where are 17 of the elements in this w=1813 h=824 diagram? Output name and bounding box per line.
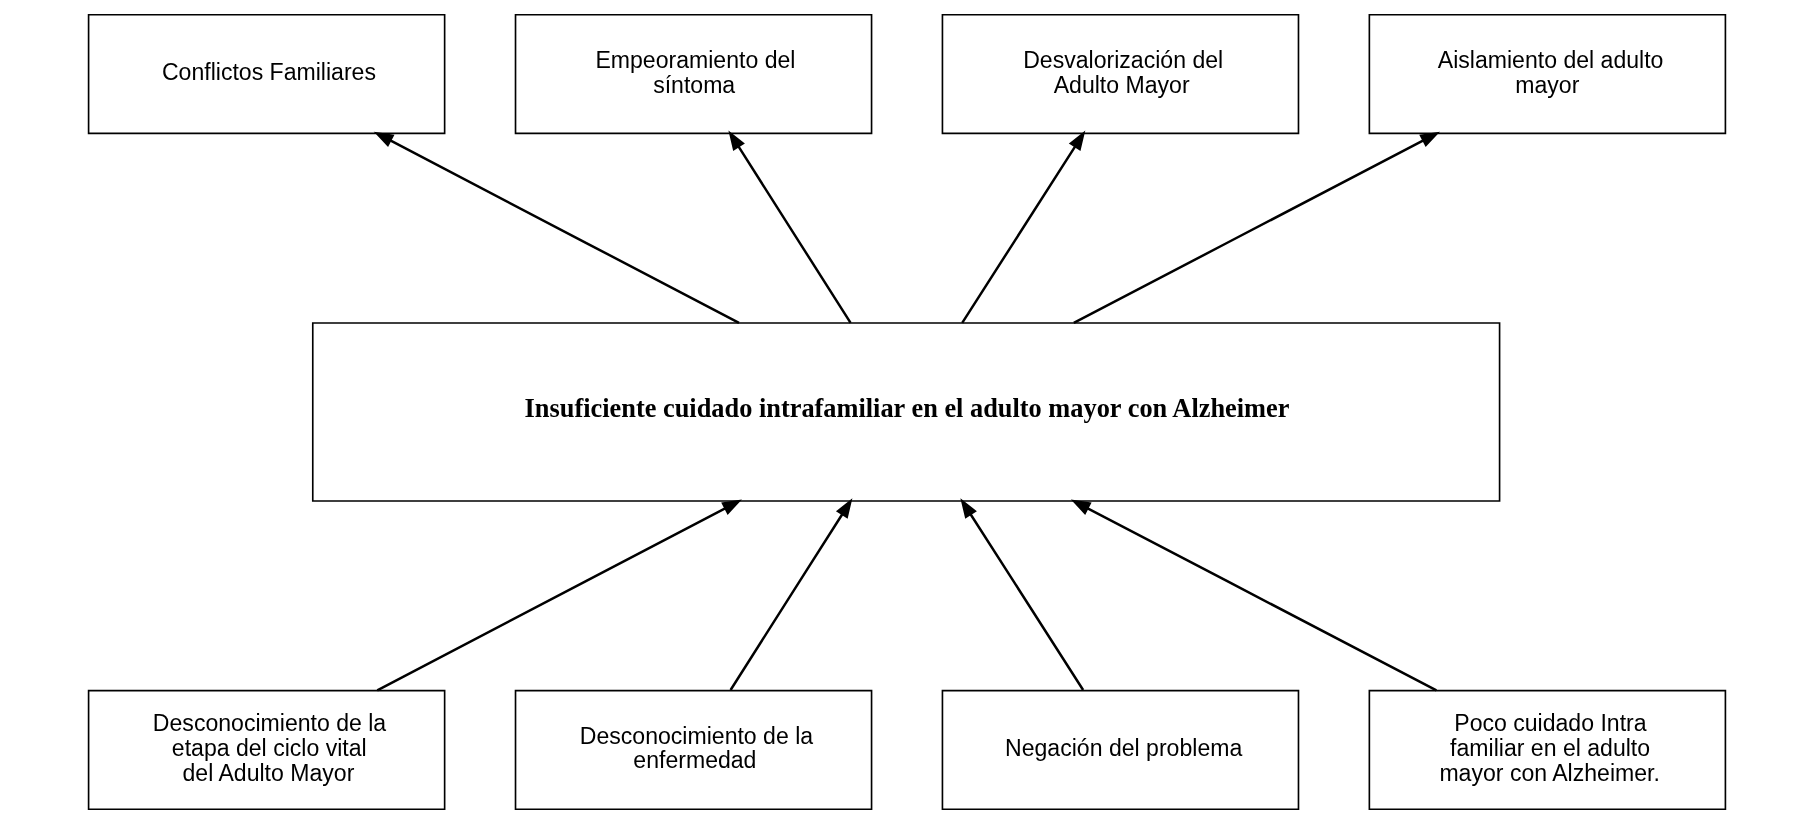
arrow xyxy=(959,498,1084,691)
node-box: Aislamiento del adulto mayor xyxy=(1368,13,1726,135)
node-box: Desconocimiento de la enfermedad xyxy=(514,689,872,811)
node-box: Desconocimiento de la etapa del ciclo vital del Adulto Mayor xyxy=(87,689,445,811)
arrow xyxy=(960,130,1085,324)
node-box: Desvalorización del Adulto Mayor xyxy=(941,13,1299,135)
node-box: Insuficiente cuidado intrafamiliar en el adulto mayor con Alzheimer xyxy=(311,322,1500,502)
arrow xyxy=(729,498,852,691)
node-box: Poco cuidado Intra familiar en el adulto mayor con Alzheimer. xyxy=(1368,689,1726,811)
arrow xyxy=(727,130,852,324)
node-box: Conflictos Familiares xyxy=(87,13,445,135)
node-box: Empeoramiento del síntoma xyxy=(514,13,872,135)
arrow xyxy=(373,131,740,324)
arrow xyxy=(1072,131,1440,324)
arrow xyxy=(376,499,742,692)
arrow xyxy=(1070,499,1437,692)
node-box: Negación del problema xyxy=(941,689,1299,811)
